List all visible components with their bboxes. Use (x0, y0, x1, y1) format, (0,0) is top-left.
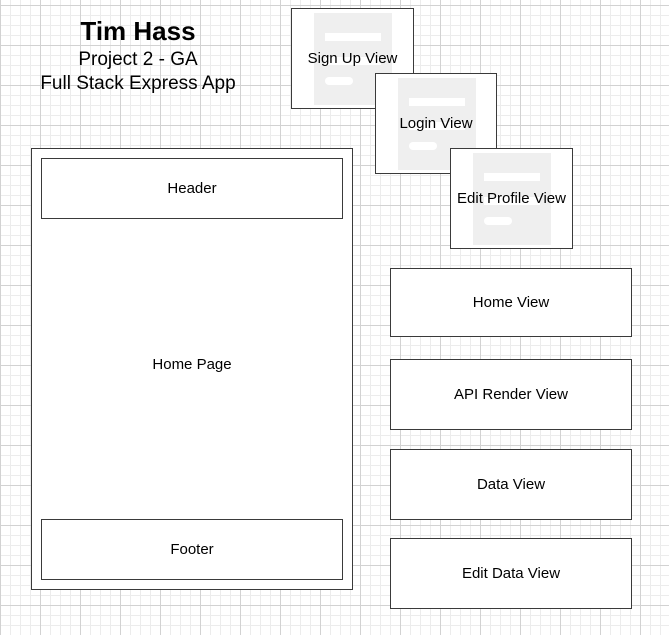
footer-label: Footer (170, 541, 214, 558)
author-name: Tim Hass (80, 16, 196, 46)
login-view-wireframe: Login View (375, 73, 497, 174)
project-description: Full Stack Express App (40, 73, 236, 94)
signup-view-label: Sign Up View (307, 50, 398, 67)
login-view-label: Login View (399, 115, 473, 132)
project-subtitle: Project 2 - GA (78, 49, 198, 70)
footer-box: Footer (41, 519, 343, 580)
home-view-label: Home View (472, 294, 550, 311)
edit-data-view-label: Edit Data View (461, 565, 561, 582)
diagram-title-block: Tim Hass Project 2 - GA Full Stack Expre… (18, 14, 258, 96)
form-mockup-graphic (473, 153, 551, 245)
header-box: Header (41, 158, 343, 219)
edit-profile-view-wireframe: Edit Profile View (450, 148, 573, 249)
data-view-label: Data View (476, 476, 546, 493)
home-view-box: Home View (390, 268, 632, 337)
home-page-label: Home Page (152, 356, 232, 373)
signup-view-wireframe: Sign Up View (291, 8, 414, 109)
edit-data-view-box: Edit Data View (390, 538, 632, 609)
api-render-view-label: API Render View (454, 386, 568, 403)
home-page-container (31, 148, 353, 590)
api-render-view-box: API Render View (390, 359, 632, 430)
header-label: Header (167, 180, 217, 197)
edit-profile-view-label: Edit Profile View (457, 190, 566, 207)
data-view-box: Data View (390, 449, 632, 520)
